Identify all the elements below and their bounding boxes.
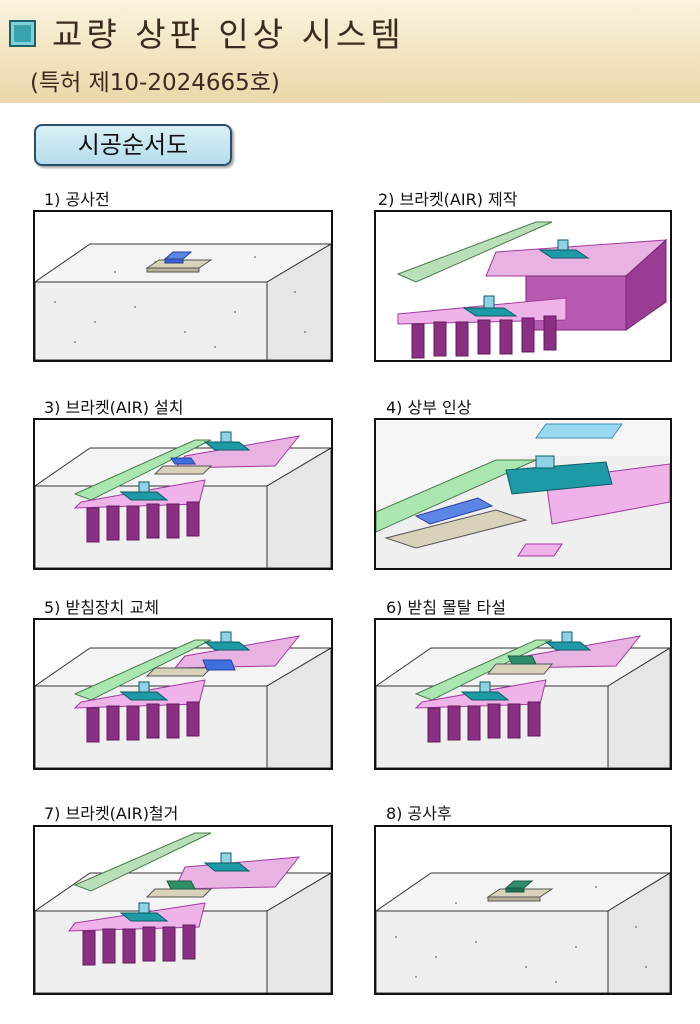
step-6-label: 6) 받침 몰탈 타설: [386, 594, 506, 618]
step-2-label: 2) 브라켓(AIR) 제작: [378, 186, 517, 210]
step-5-label: 5) 받침장치 교체: [44, 594, 159, 618]
step-1-label: 1) 공사전: [44, 186, 110, 210]
step-7-label: 7) 브라켓(AIR)철거: [44, 800, 178, 824]
step-4-label: 4) 상부 인상: [386, 394, 471, 418]
step-8-diagram: [374, 825, 672, 995]
step-1-diagram: [33, 210, 333, 362]
step-3-label: 3) 브라켓(AIR) 설치: [44, 394, 183, 418]
step-6-diagram: [374, 618, 672, 770]
page-title: 교량 상판 인상 시스템: [52, 8, 405, 56]
step-8-label: 8) 공사후: [386, 800, 452, 824]
section-title-button[interactable]: 시공순서도: [34, 124, 232, 166]
step-7-diagram: [33, 825, 333, 995]
title-bullet-icon: [9, 20, 36, 47]
patent-number: (특허 제10-2024665호): [30, 63, 280, 97]
step-2-diagram: [374, 210, 672, 362]
step-4-diagram: [374, 418, 672, 570]
header-banner: 교량 상판 인상 시스템 (특허 제10-2024665호): [0, 0, 700, 103]
step-5-diagram: [33, 618, 333, 770]
step-3-diagram: [33, 418, 333, 570]
